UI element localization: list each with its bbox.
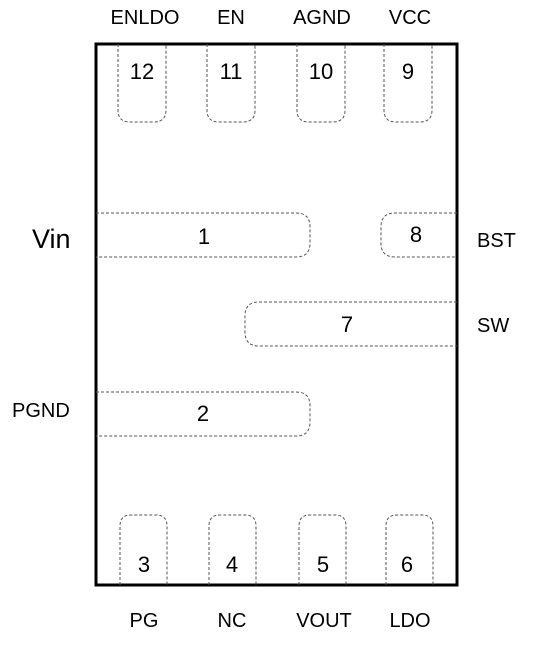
pin-number-12: 12 xyxy=(130,59,154,84)
pad-8 xyxy=(380,212,457,258)
pad-1 xyxy=(96,212,311,258)
pin-number-11: 11 xyxy=(220,59,243,84)
package-outline xyxy=(94,42,459,587)
pin-name-enldo: ENLDO xyxy=(111,7,180,29)
pad-10 xyxy=(296,44,346,123)
pin-number-7: 7 xyxy=(341,312,353,337)
pin-number-3: 3 xyxy=(138,552,150,577)
pin-name-vcc: VCC xyxy=(389,7,431,29)
pin-number-1: 1 xyxy=(198,224,210,249)
pin-number-6: 6 xyxy=(401,552,413,577)
pin-name-pg: PG xyxy=(130,610,159,632)
pad-12 xyxy=(117,44,167,123)
pin-number-8: 8 xyxy=(410,222,422,247)
pin-number-5: 5 xyxy=(317,552,329,577)
pin-name-vout: VOUT xyxy=(296,610,352,632)
pin-name-pgnd: PGND xyxy=(12,400,70,422)
pad-2 xyxy=(96,391,311,437)
pin-name-en: EN xyxy=(217,7,245,29)
pin-name-ldo: LDO xyxy=(389,610,430,632)
pin-name-agnd: AGND xyxy=(293,7,351,29)
pad-5 xyxy=(298,514,347,585)
pad-6 xyxy=(385,514,434,585)
pad-3 xyxy=(119,514,168,585)
pin-number-2: 2 xyxy=(197,401,209,426)
pin-number-10: 10 xyxy=(309,59,333,84)
pin-name-nc: NC xyxy=(218,610,247,632)
pin-number-4: 4 xyxy=(226,552,238,577)
pad-9 xyxy=(383,44,433,123)
pad-4 xyxy=(208,514,257,585)
pad-11 xyxy=(206,44,256,123)
pin-name-vin: Vin xyxy=(32,224,71,254)
pin-name-bst: BST xyxy=(477,230,516,252)
pin-name-sw: SW xyxy=(477,315,509,337)
pin-number-9: 9 xyxy=(402,59,414,84)
